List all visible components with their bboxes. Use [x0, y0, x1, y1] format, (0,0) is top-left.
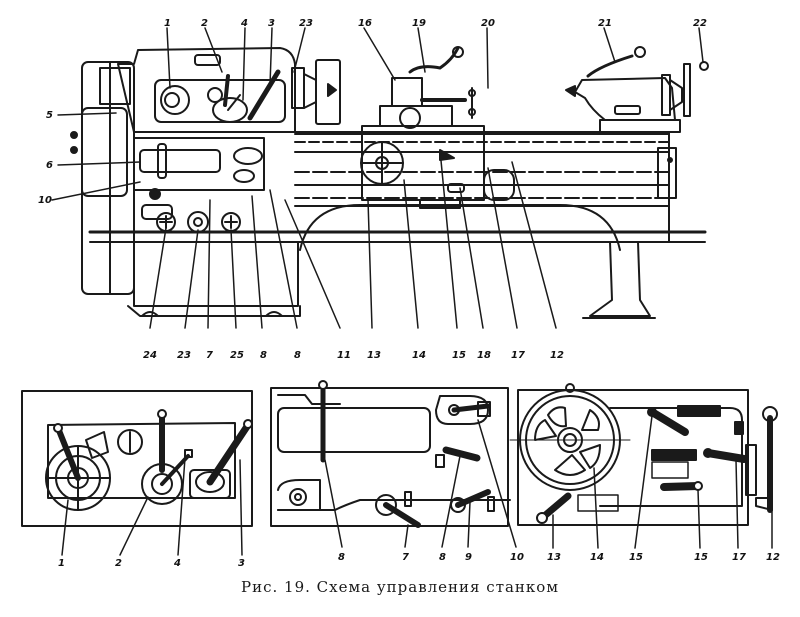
- callout-label: 2: [115, 558, 122, 569]
- callout-label: 21: [598, 18, 612, 29]
- callout-label: 24: [143, 350, 157, 361]
- lathe-overview: 1 2 4 3 23 16 19 20 21 22 5 6 10 24 23 7…: [38, 18, 709, 361]
- callout-label: 23: [177, 350, 191, 361]
- callout-label: 2: [201, 18, 208, 29]
- panel-leaders: [324, 419, 517, 548]
- callout-label: 8: [338, 552, 345, 563]
- callout-label: 15: [629, 552, 643, 563]
- callout-label: 4: [240, 18, 248, 29]
- callout-label: 12: [766, 552, 780, 563]
- callout-label: 6: [46, 160, 53, 171]
- callout-label: 14: [590, 552, 604, 563]
- callout-label: 18: [477, 350, 491, 361]
- left-callouts: 5 6 10: [38, 110, 53, 206]
- callout-label: 20: [481, 18, 495, 29]
- bottom-callouts: 24 23 7 25 8 8 11 13 14 15 18 17 12: [143, 350, 564, 361]
- callout-label: 23: [299, 18, 313, 29]
- tailstock: [565, 46, 709, 133]
- callout-label: 25: [230, 350, 244, 361]
- headstock-panel: 1 2 4 3: [21, 390, 253, 569]
- top-callouts: 1 2 4 3 23 16 19 20 21 22: [164, 18, 707, 29]
- callout-label: 22: [693, 18, 707, 29]
- gearbox-front: [133, 137, 265, 233]
- callout-label: 13: [547, 552, 561, 563]
- apron-panel: 13 14 15 15 17 12: [509, 383, 780, 563]
- callout-label: 19: [412, 18, 426, 29]
- callout-label: 9: [465, 552, 472, 563]
- panel-leaders: [552, 415, 773, 549]
- figure-caption: Рис. 19. Схема управления станком: [241, 578, 559, 596]
- leader-lines: [51, 27, 704, 329]
- callout-label: 8: [439, 552, 446, 563]
- panel-leaders: [61, 457, 243, 556]
- callout-label: 8: [260, 350, 267, 361]
- lathe-base: [88, 204, 707, 319]
- callout-label: 15: [694, 552, 708, 563]
- callout-label: 1: [164, 18, 171, 29]
- callout-label: 7: [402, 552, 409, 563]
- callout-label: 10: [38, 195, 52, 206]
- callout-label: 3: [268, 18, 275, 29]
- callout-label: 14: [412, 350, 426, 361]
- callout-label: 8: [294, 350, 301, 361]
- callout-label: 12: [550, 350, 564, 361]
- callout-label: 5: [46, 110, 53, 121]
- gearbox-panel: 8 7 8 9 10: [270, 380, 524, 563]
- callout-label: 11: [337, 350, 351, 361]
- callout-label: 15: [452, 350, 466, 361]
- callout-label: 16: [358, 18, 372, 29]
- callout-label: 1: [58, 558, 65, 569]
- motor-cabinet: [70, 61, 135, 295]
- headstock: [99, 47, 341, 133]
- handwheel: [509, 383, 631, 491]
- callout-label: 10: [510, 552, 524, 563]
- carriage-apron: [360, 46, 515, 209]
- callout-label: 17: [732, 552, 746, 563]
- callout-label: 7: [206, 350, 213, 361]
- callout-label: 3: [238, 558, 245, 569]
- callout-label: 13: [367, 350, 381, 361]
- callout-label: 17: [511, 350, 525, 361]
- callout-label: 4: [173, 558, 181, 569]
